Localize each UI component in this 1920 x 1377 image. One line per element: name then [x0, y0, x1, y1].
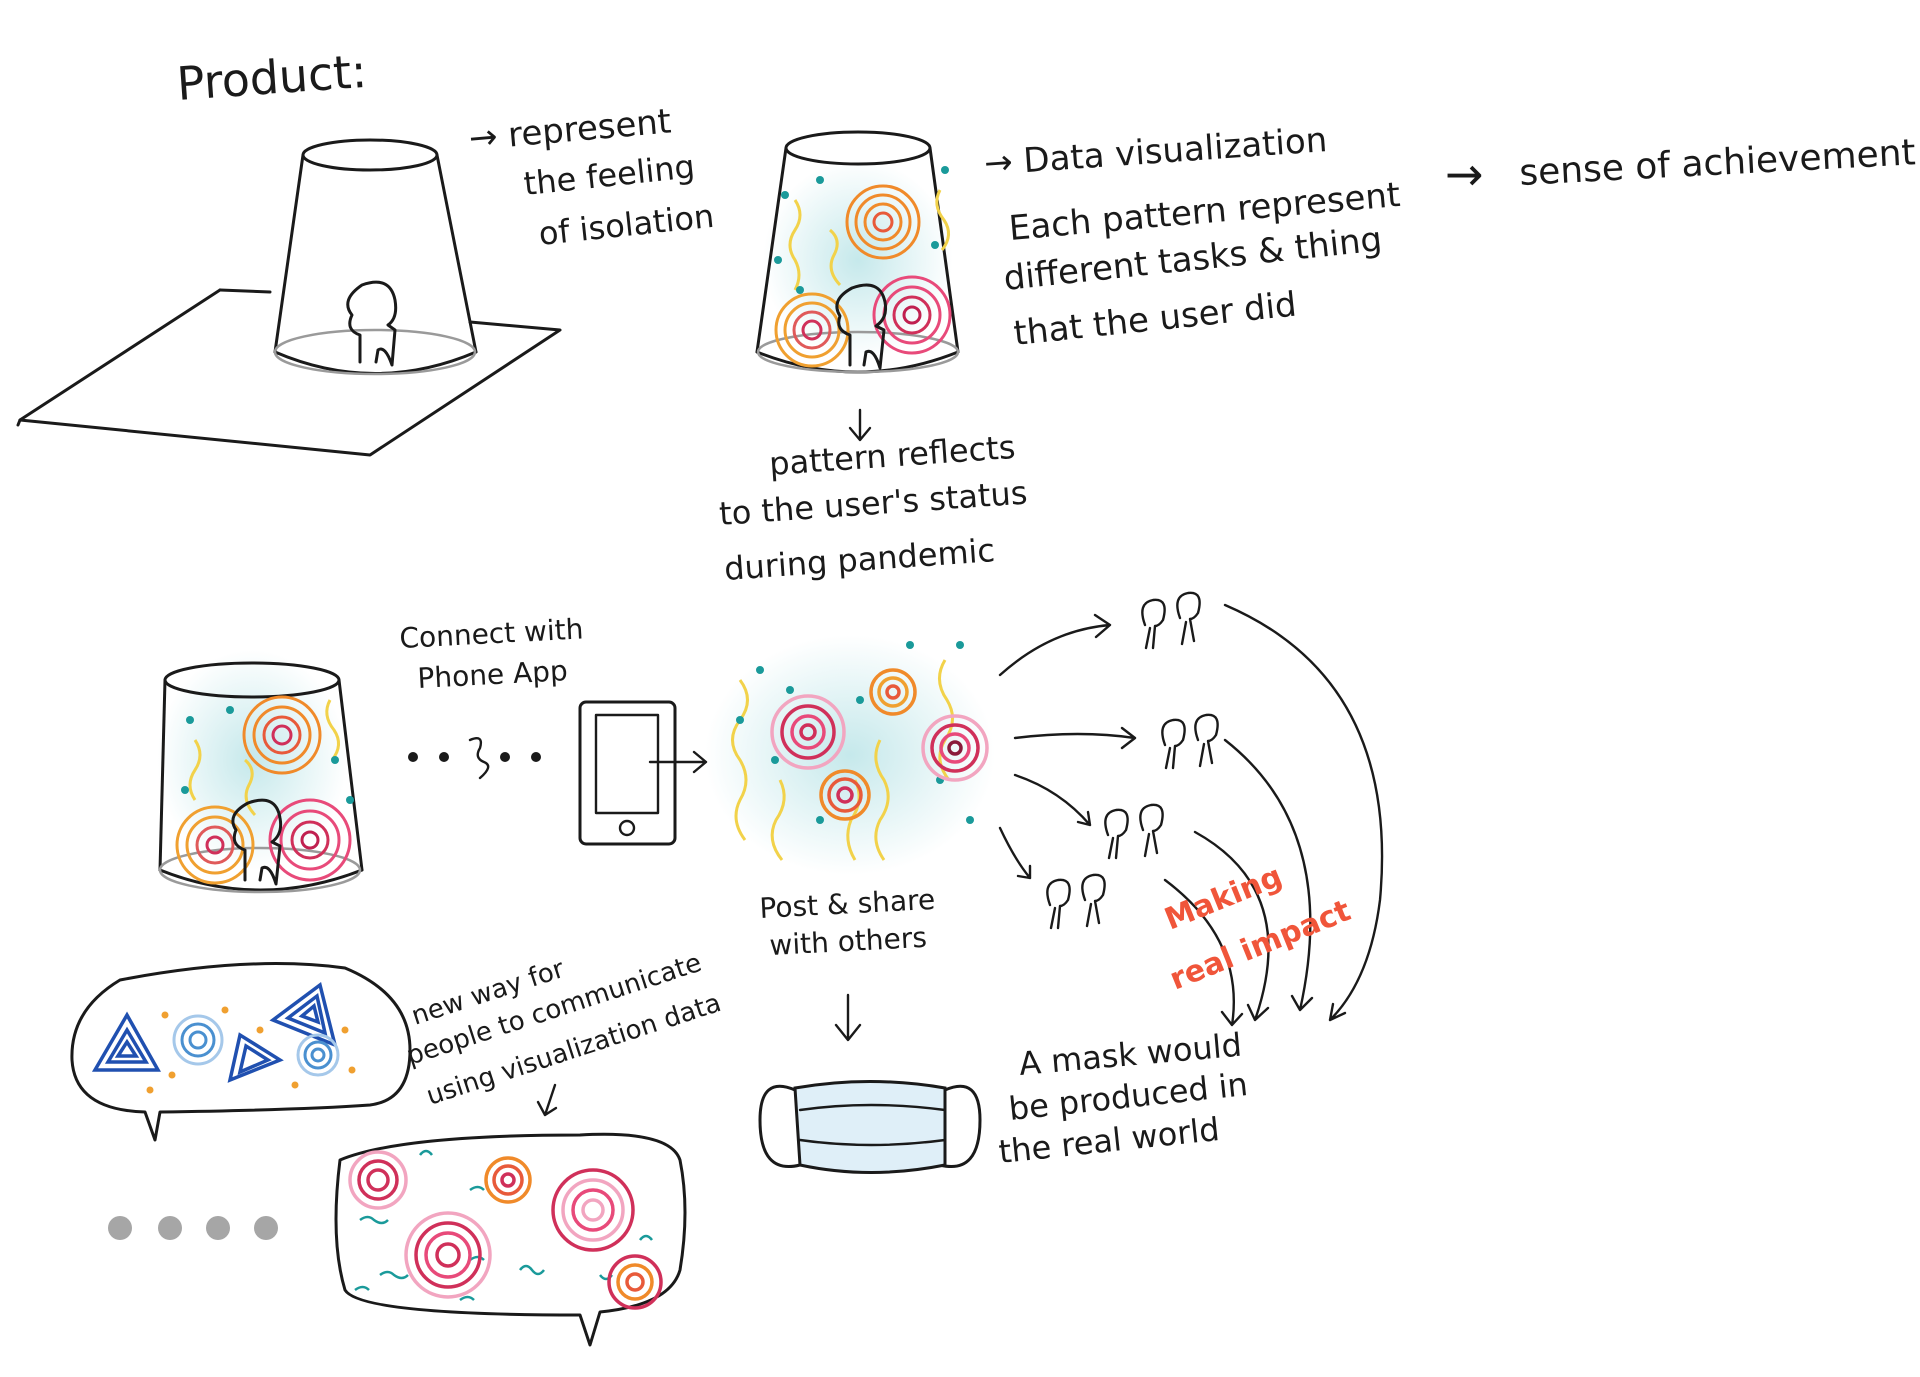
- down-arrow-icon: [848, 408, 872, 442]
- person-figure-icon: [346, 280, 398, 367]
- reflects-line3: during pandemic: [723, 531, 996, 588]
- speech-bubble-small: [70, 962, 412, 1142]
- mask-icon: [758, 1080, 982, 1174]
- typing-indicator-dots: [108, 1216, 278, 1240]
- share-arrows: [998, 613, 1137, 880]
- phone-icon: [578, 700, 708, 846]
- each-pattern-line3: that the user did: [1012, 284, 1299, 353]
- connect-line2: Phone App: [417, 654, 569, 695]
- reflects-line1: pattern reflects: [768, 428, 1017, 483]
- data-viz-cup-illustration: [755, 130, 960, 374]
- connection-wave-icon: [468, 737, 490, 780]
- blue-ring-pattern-icon: [172, 1014, 340, 1077]
- people-group-icons: [1046, 591, 1219, 930]
- isolation-cup-illustration: [16, 138, 562, 457]
- product-title: Product:: [175, 44, 368, 111]
- isolation-note-line1: → represent: [467, 101, 672, 159]
- triangle-pattern-icon: [91, 982, 338, 1083]
- post-share-line2: with others: [769, 921, 928, 962]
- down-left-arrow-icon: [536, 1083, 558, 1117]
- connected-cup-illustration: [157, 650, 364, 894]
- post-share-line1: Post & share: [759, 883, 936, 925]
- connection-dots: [408, 752, 541, 762]
- pattern-cloud-illustration: [705, 635, 995, 875]
- data-viz-heading: → Data visualization: [983, 120, 1329, 184]
- isolation-note-line3: of isolation: [537, 197, 716, 253]
- reflects-line2: to the user's status: [718, 474, 1029, 533]
- connect-line1: Connect with: [399, 612, 585, 655]
- isolation-note-line2: the feeling: [522, 147, 697, 203]
- sense-of-achievement: sense of achievement: [1518, 132, 1916, 194]
- sense-arrow: →: [1445, 147, 1484, 201]
- down-arrow-icon: [834, 993, 862, 1042]
- speech-bubble-large: [334, 1132, 687, 1347]
- impact-arrows: [1163, 603, 1384, 1027]
